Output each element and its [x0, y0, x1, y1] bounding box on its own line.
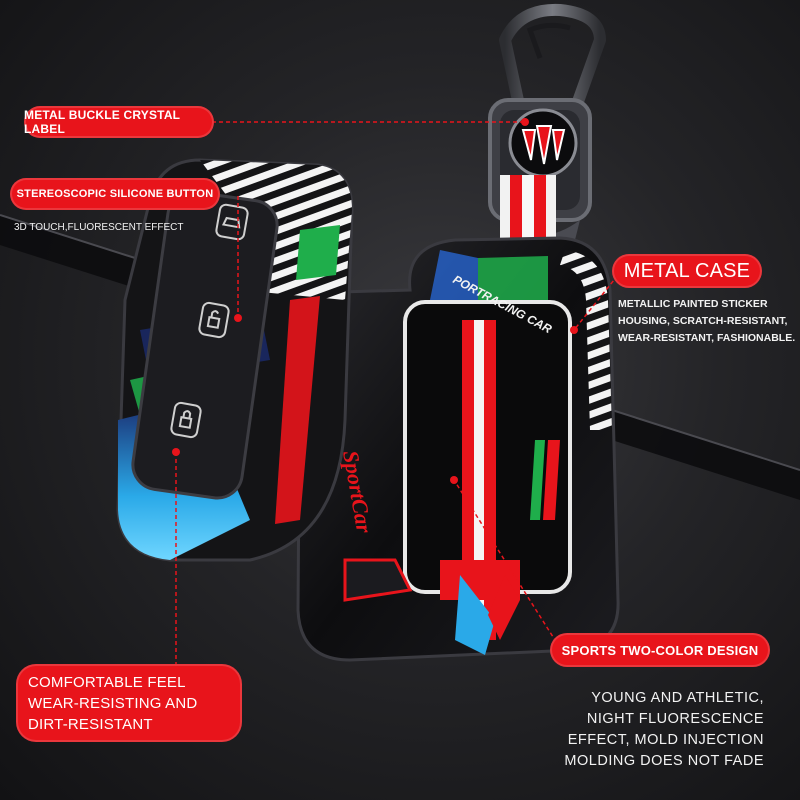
right-key-case — [296, 236, 620, 662]
silicone-button-note: 3D TOUCH,FLUORESCENT EFFECT — [14, 222, 184, 233]
unlock-icon — [198, 301, 230, 339]
sports-design-label-text: SPORTS TWO-COLOR DESIGN — [561, 642, 759, 658]
silicone-button-label-text: STEREOSCOPIC SILICONE BUTTON — [16, 188, 214, 200]
sports-design-label: SPORTS TWO-COLOR DESIGN — [550, 633, 770, 667]
lock-icon — [170, 401, 202, 439]
metal-case-label: METAL CASE — [612, 254, 762, 288]
comfort-label: COMFORTABLE FEEL WEAR-RESISTING AND DIRT… — [16, 664, 242, 742]
metal-case-label-text: METAL CASE — [623, 259, 751, 282]
silicone-button-label: STEREOSCOPIC SILICONE BUTTON — [10, 178, 220, 210]
comfort-label-text: COMFORTABLE FEEL WEAR-RESISTING AND DIRT… — [28, 673, 198, 733]
crystal-emblem-icon — [508, 108, 578, 178]
metal-buckle-label: METAL BUCKLE CRYSTAL LABEL — [24, 106, 214, 138]
leader-lines — [175, 121, 623, 670]
leader-dots — [172, 118, 578, 484]
metal-buckle-label-text: METAL BUCKLE CRYSTAL LABEL — [24, 108, 180, 136]
sports-design-note: YOUNG AND ATHLETIC, NIGHT FLUORESCENCE E… — [564, 690, 764, 769]
metal-case-note: METALLIC PAINTED STICKER HOUSING, SCRATC… — [618, 298, 796, 344]
